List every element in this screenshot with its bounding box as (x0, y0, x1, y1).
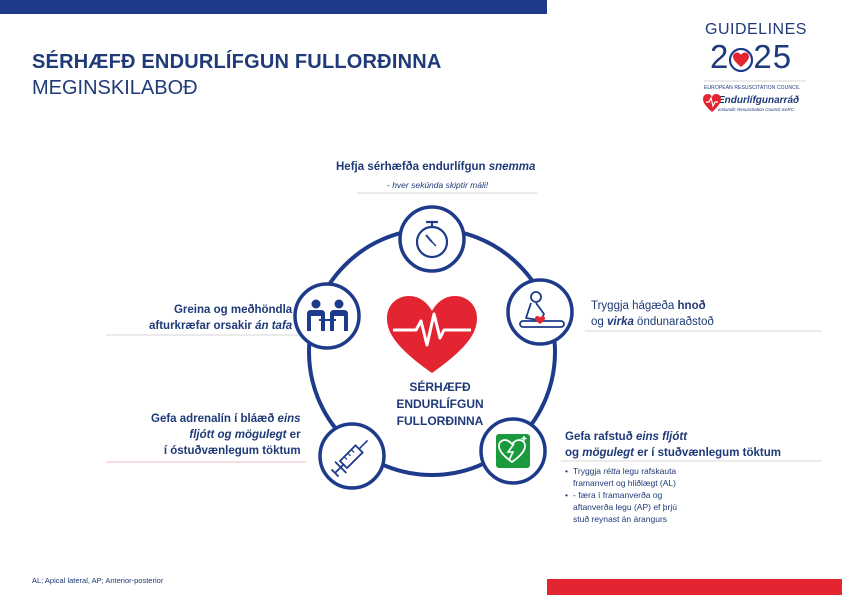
defib-line2-emphasis: mögulegt (582, 447, 634, 459)
defib-bullets: Tryggja rétta legu rafskauta framanvert … (565, 465, 677, 525)
stopwatch-icon (415, 220, 449, 259)
adrenaline-label: Gefa adrenalín í bláæð eins fljótt og mö… (151, 411, 301, 459)
start-sublabel: - hver sekúnda skiptir máli! (387, 180, 489, 190)
diagnose-people-node (293, 282, 361, 350)
bottom-red-bar (547, 579, 842, 595)
airway-label: Tryggja hágæða hnoð og virka öndunaraðst… (591, 298, 714, 330)
adrenaline-line2-text: er (286, 429, 301, 441)
airway-line1-bold: hnoð (677, 300, 706, 312)
airway-line1-text: Tryggja hágæða (591, 300, 678, 312)
icerc-heart-icon (703, 94, 721, 112)
defib-line2-text-a: og (565, 447, 583, 459)
adrenaline-line-2: fljótt og mögulegt er (151, 427, 301, 443)
defib-line1-text: Gefa rafstuð (565, 431, 636, 443)
start-label: Hefja sérhæfða endurlífgun snemma (336, 159, 535, 175)
bullet-1-line-2: framanvert og hliðlægt (AL) (573, 478, 676, 488)
guidelines-year: 2 25 (710, 38, 804, 76)
people-icon (307, 299, 348, 331)
cpr-node (506, 278, 574, 346)
center-title: SÉRHÆFÐ ENDURLÍFGUN FULLORÐINNA (360, 379, 520, 430)
defib-label: Gefa rafstuð eins fljótt og mögulegt er … (565, 429, 781, 461)
page-title: SÉRHÆFÐ ENDURLÍFGUN FULLORÐINNA (32, 51, 442, 73)
airway-line-2: og virka öndunaraðstoð (591, 314, 714, 330)
syringe-node (318, 422, 386, 490)
airway-line2-text-c: öndunaraðstoð (633, 316, 714, 328)
airway-line2-emphasis: virka (607, 316, 634, 328)
year-heart-icon (728, 47, 754, 73)
heart-ekg-icon (387, 296, 477, 373)
bullet-1-line-1: Tryggja rétta legu rafskauta (573, 465, 677, 477)
center-title-line-2: ENDURLÍFGUN (396, 397, 484, 411)
adrenaline-line1-text: Gefa adrenalín í bláæð (151, 413, 278, 425)
year-digits-right: 25 (753, 38, 793, 75)
bullet-1: Tryggja rétta legu rafskauta framanvert … (565, 465, 677, 489)
page-subtitle: MEGINSKILABOÐ (32, 77, 198, 99)
stopwatch-node (398, 205, 466, 273)
center-title-line-3: FULLORÐINNA (396, 414, 484, 428)
defibrillator-node (479, 417, 547, 485)
bullet-2: - færa í framanverða og aftanverða legu … (565, 489, 677, 525)
bullet-2-line-2: aftanverða legu (AP) ef þrjú (573, 502, 677, 512)
aed-icon (496, 434, 530, 468)
adrenaline-line-3: í óstuðvænlegum töktum (163, 445, 301, 457)
causes-line-2: afturkræfar orsakir án tafa (149, 318, 292, 334)
center-title-line-1: SÉRHÆFÐ (409, 380, 471, 394)
erc-logo-text: EUROPEAN RESUSCITATION COUNCIL (704, 85, 801, 91)
adrenaline-line-1: Gefa adrenalín í bláæð eins (151, 411, 301, 427)
start-label-text: Hefja sérhæfða endurlífgun (336, 161, 489, 173)
causes-label: Greina og meðhöndla afturkræfar orsakir … (149, 302, 292, 334)
bullet-1-text-c: legu rafskauta (620, 466, 677, 476)
defib-line-1: Gefa rafstuð eins fljótt (565, 429, 781, 445)
bullet-2-line-3: stuð reynast án árangurs (573, 514, 668, 524)
causes-line-1: Greina og meðhöndla (173, 304, 293, 316)
guidelines-logo-text: GUIDELINES (705, 21, 807, 38)
icerc-subtitle: Icelandic Resuscitation Council IceRC (718, 107, 795, 112)
adrenaline-line2-emphasis: fljótt og mögulegt (189, 429, 287, 441)
defib-line2-text-c: er í stuðvænlegum töktum (634, 447, 781, 459)
causes-line2-text: afturkræfar orsakir (149, 320, 256, 332)
year-digit-left: 2 (710, 38, 730, 75)
bullet-2-line-1: - færa í framanverða og (573, 490, 663, 500)
airway-line2-text-a: og (591, 316, 607, 328)
airway-line-1: Tryggja hágæða hnoð (591, 298, 714, 314)
defib-line-2: og mögulegt er í stuðvænlegum töktum (565, 445, 781, 461)
defib-line1-emphasis: eins fljótt (635, 431, 688, 443)
start-label-emphasis: snemma (488, 161, 536, 173)
footnote: AL; Apical lateral, AP; Anterior-posteri… (32, 576, 164, 585)
syringe-icon (330, 439, 369, 478)
top-navy-bar (0, 0, 547, 14)
adrenaline-line1-emphasis: eins (277, 413, 301, 425)
causes-line2-emphasis: án tafa (255, 320, 293, 332)
cpr-icon (519, 291, 565, 328)
icerc-name: Endurlífgunarráð (718, 95, 800, 106)
bullet-1-text-a: Tryggja (573, 466, 604, 476)
bullet-1-emphasis: rétta (603, 466, 621, 476)
